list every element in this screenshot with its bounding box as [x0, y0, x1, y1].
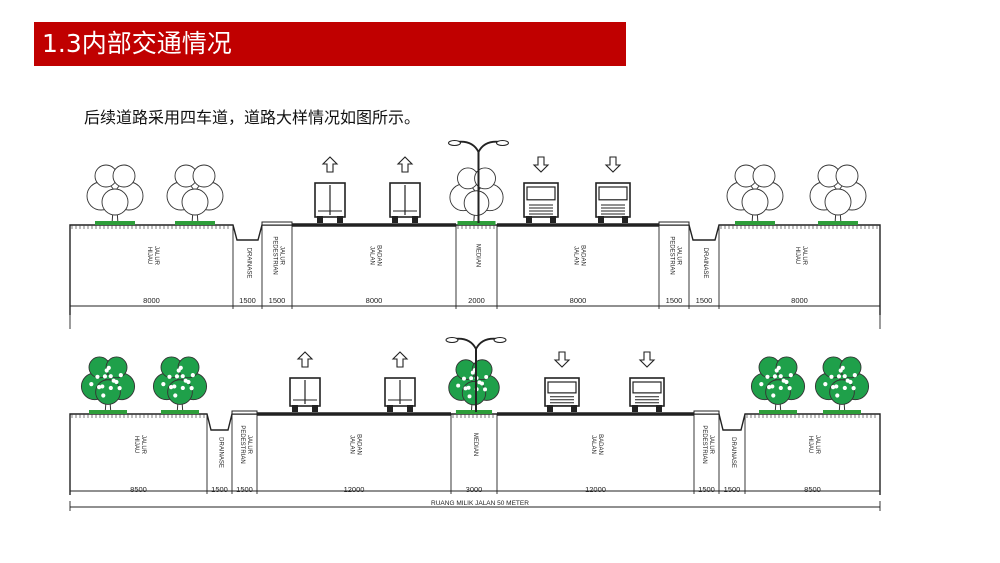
street-lamp-icon: [448, 140, 509, 223]
lane-label: BADAN: [597, 434, 603, 455]
tree-icon: [814, 356, 870, 414]
pedestrian-curb: [693, 410, 720, 415]
tree-icon: [809, 164, 867, 225]
page-title: 1.3内部交通情况: [42, 29, 232, 58]
title-bar: 1.3内部交通情况: [34, 22, 626, 66]
lane-label: MEDIAN: [472, 433, 478, 456]
lane-label: JALUR: [153, 246, 159, 266]
lane-label: JALUR: [814, 435, 820, 455]
lane-width-label: 1500: [696, 296, 713, 305]
truck-front-icon: [595, 182, 631, 223]
lane-width-label: 3000: [466, 485, 483, 494]
lane-width-label: 1500: [211, 485, 228, 494]
lane-label: DRAINASE: [246, 248, 252, 279]
lane-label: HIJAU: [146, 247, 152, 264]
arrow-down-icon: [532, 156, 550, 173]
lane-label: JALAN: [573, 246, 579, 265]
lane-label: DRAINASE: [730, 437, 736, 468]
lane-label: JALUR: [801, 246, 807, 266]
lane-label: JALAN: [369, 246, 375, 265]
arrow-up-icon: [296, 351, 314, 368]
truck-rear-icon: [314, 182, 346, 223]
lane-width-label: 8000: [791, 296, 808, 305]
truck-front-icon: [523, 182, 559, 223]
lane-label: MEDIAN: [475, 244, 481, 267]
lane-width-label: 2000: [468, 296, 485, 305]
tree-icon: [750, 356, 806, 414]
pedestrian-curb: [231, 410, 258, 415]
lane-width-label: 8000: [570, 296, 587, 305]
lane-width-label: 12000: [344, 485, 365, 494]
truck-rear-icon: [289, 377, 321, 412]
lane-label: JALUR: [708, 435, 714, 455]
truck-front-icon: [629, 377, 665, 412]
lane-label: JALAN: [349, 435, 355, 454]
lane-label: PEDESTRIAN: [272, 236, 278, 274]
truck-front-icon: [544, 377, 580, 412]
lane-label: JALAN: [590, 435, 596, 454]
arrow-up-icon: [321, 156, 339, 173]
truck-rear-icon: [389, 182, 421, 223]
arrow-down-icon: [638, 351, 656, 368]
lane-label: HIJAU: [794, 247, 800, 264]
lane-width-label: 8500: [130, 485, 147, 494]
arrow-up-icon: [396, 156, 414, 173]
lane-width-label: 12000: [585, 485, 606, 494]
pedestrian-curb: [658, 221, 690, 226]
street-lamp-icon: [445, 337, 507, 412]
lane-width-label: 8000: [366, 296, 383, 305]
lane-label: PEDESTRIAN: [701, 425, 707, 463]
lane-label: JALUR: [676, 246, 682, 266]
truck-rear-icon: [384, 377, 416, 412]
arrow-down-icon: [604, 156, 622, 173]
lane-width-label: 8500: [804, 485, 821, 494]
page-subtitle: 后续道路采用四车道，道路大样情况如图所示。: [84, 108, 421, 127]
tree-icon: [726, 164, 784, 225]
tree-icon: [86, 164, 144, 225]
lane-width-label: 1500: [269, 296, 286, 305]
lane-width-label: 1500: [236, 485, 253, 494]
lane-label: BADAN: [580, 245, 586, 266]
tree-icon: [152, 356, 208, 414]
tree-icon: [166, 164, 224, 225]
pedestrian-curb: [261, 221, 293, 226]
tree-icon: [449, 167, 504, 225]
lane-label: BADAN: [376, 245, 382, 266]
lane-width-label: 1500: [698, 485, 715, 494]
cross-section-lower: JALURHIJAU8500DRAINASE1500JALURPEDESTRIA…: [69, 337, 881, 511]
lane-label: PEDESTRIAN: [669, 236, 675, 274]
cross-section-upper: JALURHIJAU8000DRAINASE1500JALURPEDESTRIA…: [69, 140, 881, 329]
lane-width-label: 1500: [724, 485, 741, 494]
tree-icon: [80, 356, 136, 414]
lane-label: JALUR: [279, 246, 285, 266]
tree-icon: [448, 359, 500, 414]
lane-width-label: 8000: [143, 296, 160, 305]
lane-width-label: 1500: [239, 296, 256, 305]
lane-label: BADAN: [356, 434, 362, 455]
lane-label: DRAINASE: [702, 248, 708, 279]
arrow-down-icon: [553, 351, 571, 368]
total-width-label: RUANG MILIK JALAN 50 METER: [431, 500, 529, 507]
lane-label: HIJAU: [133, 436, 139, 453]
lane-width-label: 1500: [666, 296, 683, 305]
lane-label: JALUR: [140, 435, 146, 455]
lane-label: JALUR: [246, 435, 252, 455]
arrow-up-icon: [391, 351, 409, 368]
lane-label: DRAINASE: [218, 437, 224, 468]
lane-label: HIJAU: [807, 436, 813, 453]
lane-label: PEDESTRIAN: [239, 425, 245, 463]
